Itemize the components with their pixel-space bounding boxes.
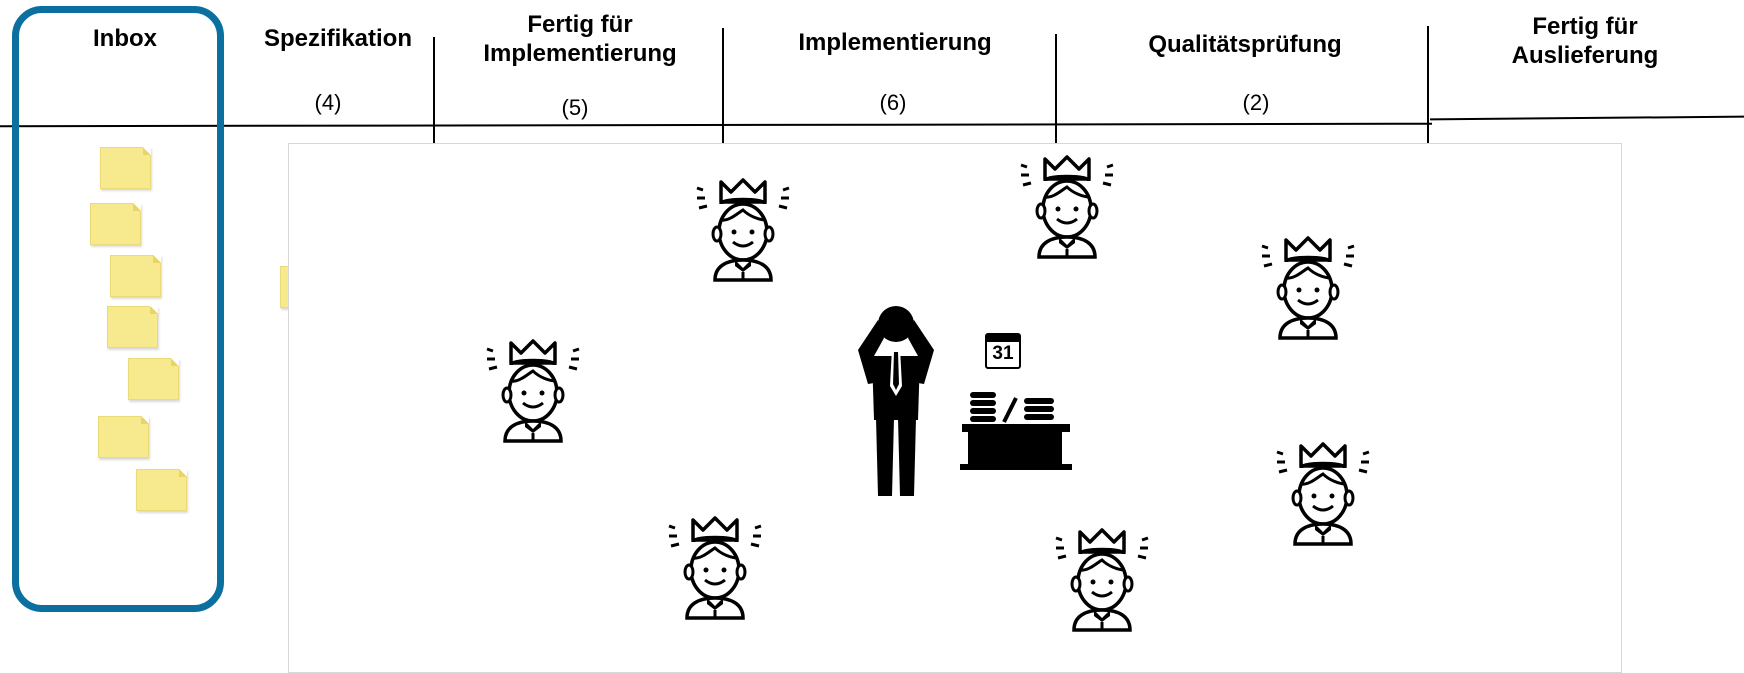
column-header-fertig-fuer-auslieferung: Fertig für Auslieferung <box>1470 12 1700 70</box>
customer-with-crown-icon <box>1054 528 1150 632</box>
column-divider <box>1055 34 1057 144</box>
column-title: Spezifikation <box>263 25 413 52</box>
customer-with-crown-icon <box>485 339 581 443</box>
column-header-fertig-fuer-implementierung: Fertig für Implementierung <box>440 10 720 68</box>
column-title: Inbox <box>93 25 157 52</box>
calendar-icon: 31 <box>985 333 1021 369</box>
column-title-line2: Auslieferung <box>1511 42 1659 69</box>
column-title: Fertig für <box>527 11 633 38</box>
column-divider <box>433 37 435 145</box>
customer-with-crown-icon <box>1275 442 1371 546</box>
board-header-divider-right <box>1429 115 1744 121</box>
customer-with-crown-icon <box>667 516 763 620</box>
sticky-note <box>128 358 179 400</box>
wip-limit-spezifikation: (4) <box>314 90 342 115</box>
column-header-implementierung: Implementierung <box>770 28 1020 57</box>
column-title: Qualitätsprüfung <box>1148 31 1342 58</box>
wip-limit-qualitaetspruefung: (2) <box>1242 90 1270 115</box>
column-divider <box>722 28 724 144</box>
column-title: Implementierung <box>798 29 992 56</box>
customer-with-crown-icon <box>695 178 791 282</box>
customer-with-crown-icon <box>1260 236 1356 340</box>
sticky-note <box>107 306 158 348</box>
column-divider <box>1427 26 1429 144</box>
sticky-note <box>110 255 161 297</box>
column-header-spezifikation: Spezifikation <box>248 24 428 53</box>
wip-limit-implementierung: (6) <box>879 90 907 115</box>
customer-with-crown-icon <box>1019 155 1115 259</box>
wip-limit-fertig-fuer-implementierung: (5) <box>561 95 589 120</box>
column-header-inbox: Inbox <box>60 24 190 53</box>
sticky-note <box>90 203 141 245</box>
column-header-qualitaetspruefung: Qualitätsprüfung <box>1115 30 1375 59</box>
column-title-line2: Implementierung <box>483 40 677 67</box>
sticky-note <box>98 416 149 458</box>
desk-icon <box>960 392 1072 470</box>
calendar-header <box>987 335 1019 342</box>
calendar-day: 31 <box>992 343 1014 364</box>
sticky-note <box>136 469 187 511</box>
column-title: Fertig für <box>1532 13 1638 40</box>
sticky-note <box>100 147 151 189</box>
scene-panel <box>288 143 1622 673</box>
stressed-manager-icon <box>858 306 934 496</box>
inbox-highlight-frame <box>12 6 224 612</box>
